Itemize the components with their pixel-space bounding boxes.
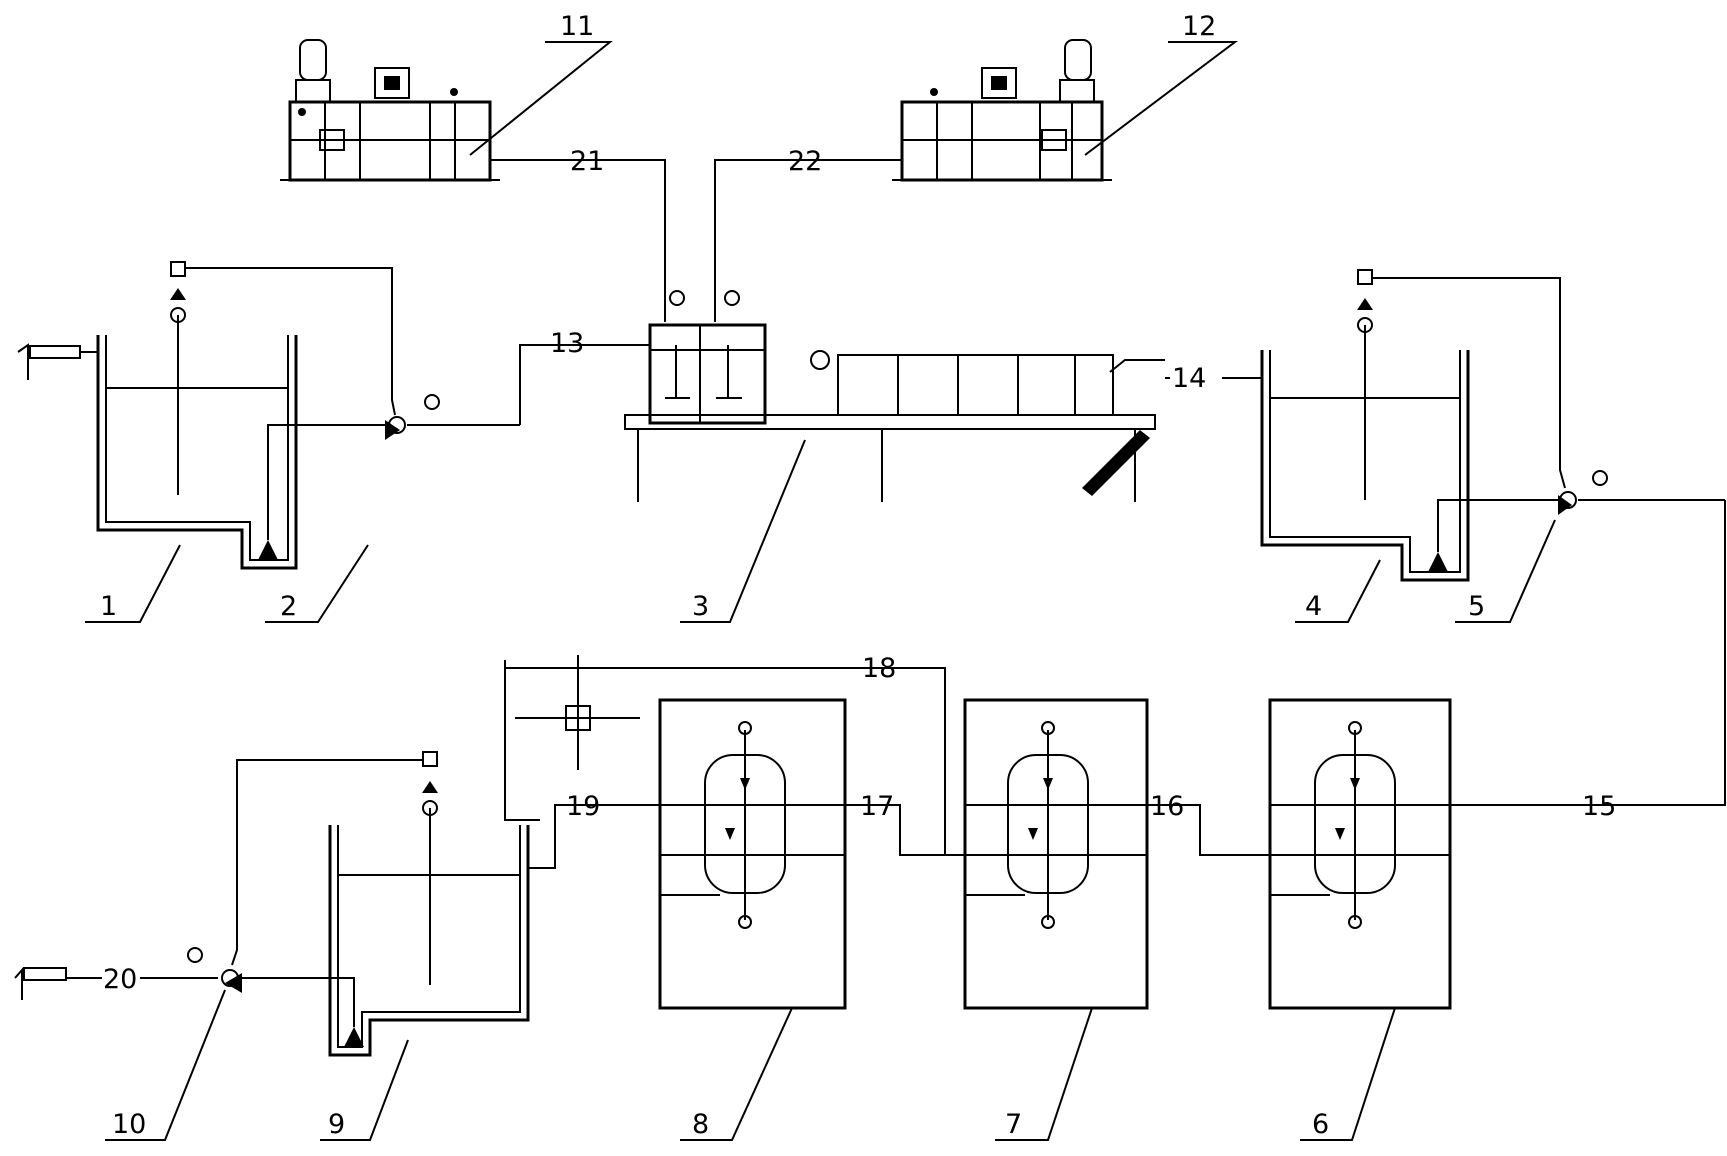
label-10: 10 <box>112 1109 146 1140</box>
label-7: 7 <box>1005 1109 1022 1140</box>
label-11: 11 <box>560 11 594 42</box>
clean-water-tank-9 <box>300 751 600 1057</box>
label-15: 15 <box>1582 791 1616 822</box>
label-14: 14 <box>1172 363 1206 394</box>
label-4: 4 <box>1305 591 1322 622</box>
label-12: 12 <box>1182 11 1216 42</box>
pump-2 <box>186 267 520 440</box>
callout-labels: 1 2 3 4 5 6 7 8 9 10 11 12 13 14 15 16 1… <box>100 11 1616 1140</box>
label-20: 20 <box>103 964 137 995</box>
label-18: 18 <box>862 653 896 684</box>
dosing-unit-11 <box>280 39 500 182</box>
label-1: 1 <box>100 591 117 622</box>
label-3: 3 <box>692 591 709 622</box>
filter-8 <box>658 698 847 1010</box>
leader-lines <box>85 41 1620 1141</box>
pump-10 <box>14 759 423 1000</box>
filter-7 <box>963 698 1149 1010</box>
label-19: 19 <box>566 791 600 822</box>
label-2: 2 <box>280 591 297 622</box>
pump-5 <box>1372 277 1726 806</box>
dosing-unit-12 <box>892 39 1112 182</box>
label-6: 6 <box>1312 1109 1329 1140</box>
filter-6 <box>1268 698 1452 1010</box>
label-22: 22 <box>788 146 822 177</box>
filter-interconnect-pipes <box>504 655 1620 856</box>
label-8: 8 <box>692 1109 709 1140</box>
storage-tank-4 <box>1260 269 1500 582</box>
label-16: 16 <box>1150 791 1184 822</box>
treatment-unit-3 <box>519 159 1165 502</box>
label-5: 5 <box>1468 591 1485 622</box>
label-13: 13 <box>550 328 584 359</box>
raw-water-tank-1 <box>17 261 330 570</box>
label-9: 9 <box>328 1109 345 1140</box>
label-17: 17 <box>860 791 894 822</box>
label-21: 21 <box>570 146 604 177</box>
